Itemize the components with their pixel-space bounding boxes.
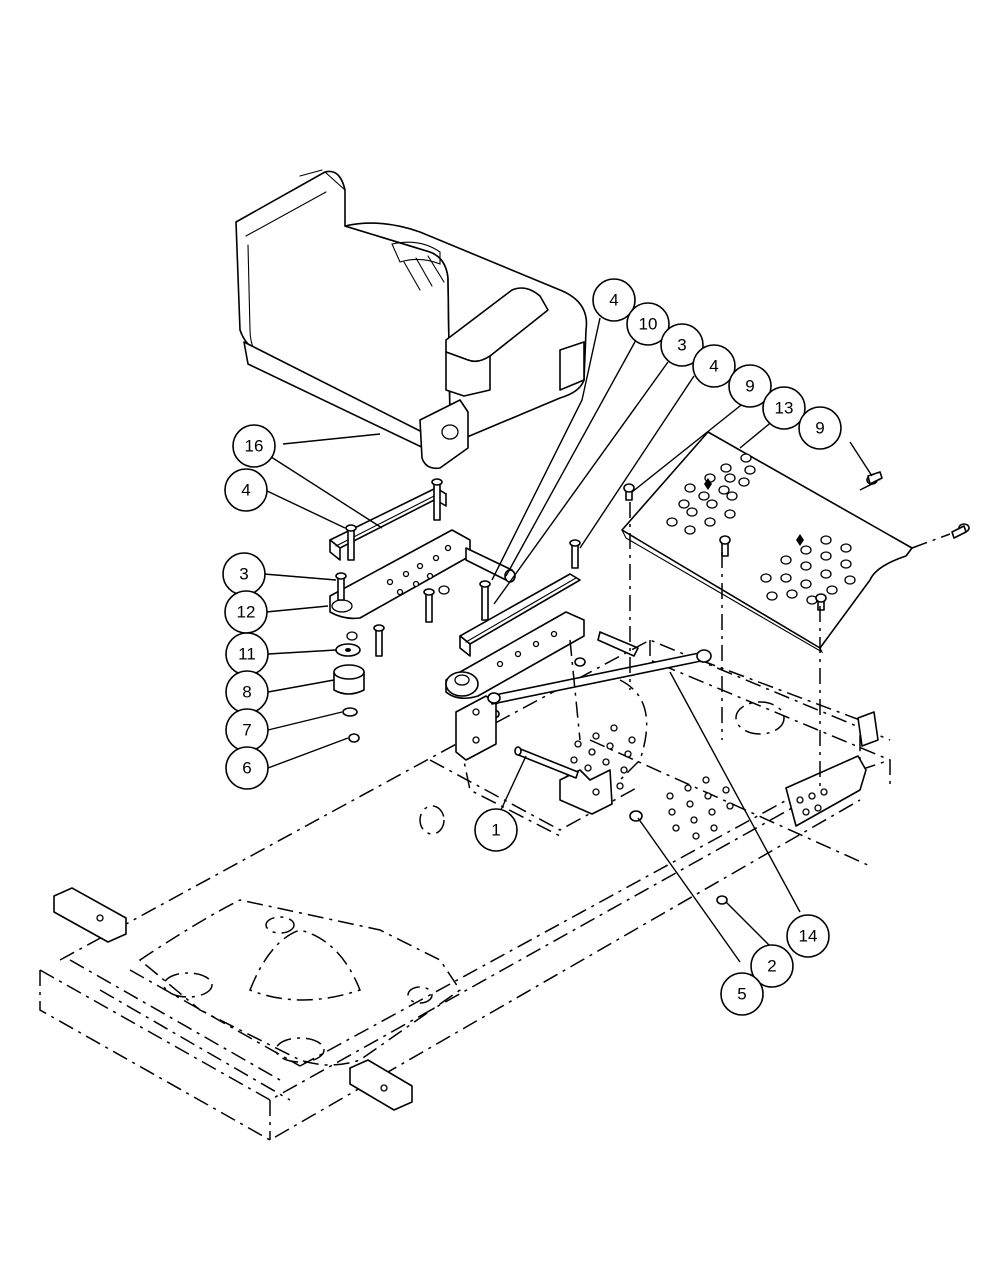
callout-14: 16 (232, 424, 276, 468)
svg-text:13: 13 (775, 399, 794, 418)
seat-pan-plate (621, 431, 913, 654)
svg-text:6: 6 (242, 759, 251, 778)
callout-4-left: 4 (224, 468, 268, 512)
callout-9-right: 9 (798, 406, 842, 450)
seat-assembly (235, 169, 588, 470)
callout-7: 7 (225, 708, 269, 752)
callout-8: 8 (225, 670, 269, 714)
mower-frame (39, 639, 891, 1141)
svg-text:3: 3 (677, 336, 686, 355)
seat-support-rod (487, 649, 712, 705)
callout-2: 2 (750, 944, 794, 988)
callout-9-left: 9 (728, 364, 772, 408)
svg-text:10: 10 (639, 315, 658, 334)
svg-text:4: 4 (241, 481, 250, 500)
svg-text:2: 2 (767, 957, 776, 976)
right-seat-bracket (445, 611, 639, 700)
callout-11: 11 (225, 632, 269, 676)
right-seat-slide (459, 573, 581, 657)
callout-10: 10 (626, 302, 670, 346)
callout-12: 12 (224, 590, 268, 634)
callout-13: 13 (762, 386, 806, 430)
callout-1: 1 (474, 808, 518, 852)
svg-text:11: 11 (238, 645, 256, 664)
svg-text:4: 4 (609, 291, 618, 310)
left-seat-bracket (329, 529, 516, 620)
callout-5: 5 (720, 972, 764, 1016)
svg-text:9: 9 (745, 377, 754, 396)
seat-pan-holes (666, 453, 856, 605)
seat-pan-bolts (623, 471, 970, 611)
svg-text:16: 16 (245, 437, 264, 456)
svg-text:12: 12 (237, 603, 256, 622)
svg-text:5: 5 (737, 985, 746, 1004)
svg-text:9: 9 (815, 419, 824, 438)
svg-text:7: 7 (242, 721, 251, 740)
svg-text:14: 14 (799, 927, 818, 946)
callout-4-right: 4 (692, 344, 736, 388)
left-hardware-stack (333, 478, 450, 743)
callout-4-top: 4 (592, 278, 636, 322)
callout-3-right: 3 (660, 323, 704, 367)
callout-6: 6 (225, 746, 269, 790)
leader-lines (253, 317, 873, 963)
svg-text:3: 3 (239, 565, 248, 584)
svg-text:8: 8 (242, 683, 251, 702)
svg-text:4: 4 (709, 357, 718, 376)
svg-text:1: 1 (491, 821, 500, 840)
callout-3-left: 3 (222, 552, 266, 596)
callout-16: 14 (786, 914, 830, 958)
